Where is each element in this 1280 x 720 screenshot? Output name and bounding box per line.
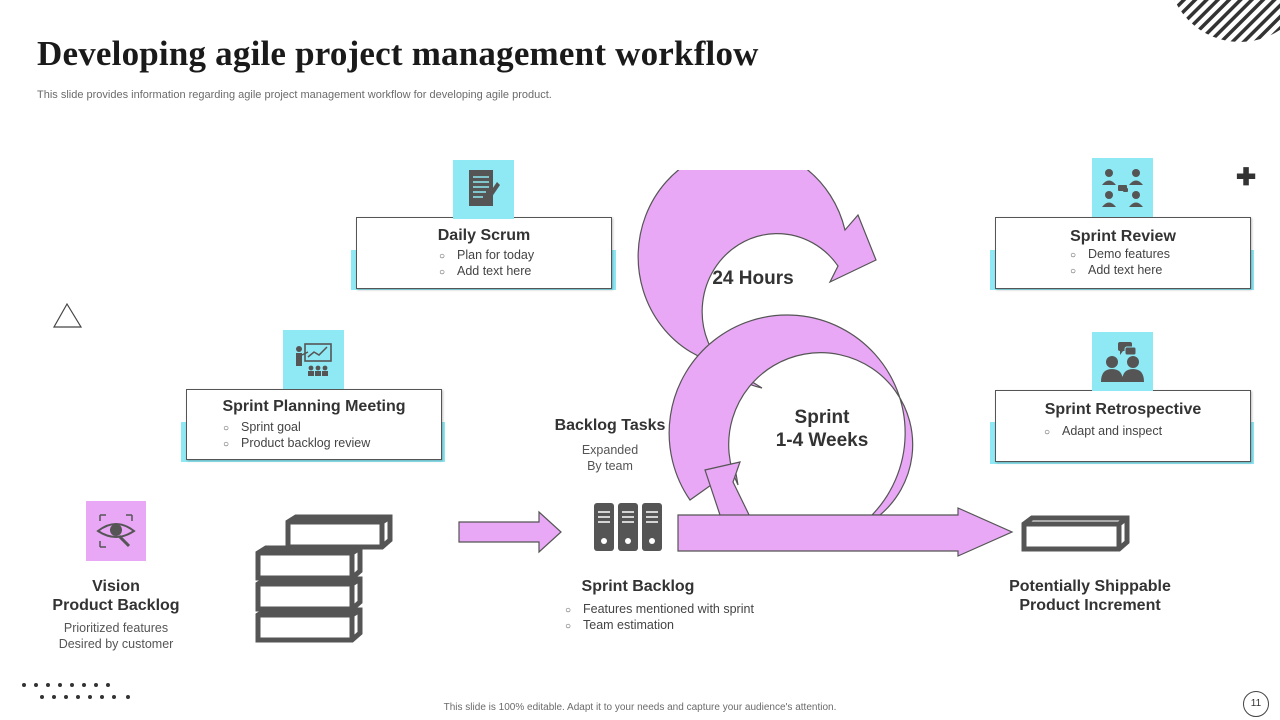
sprint-retro-bullet-1: ○Adapt and inspect: [1044, 424, 1163, 438]
eye-search-icon: [96, 514, 136, 548]
sprint-cycle-label-1: Sprint: [794, 407, 850, 428]
sprint-backlog-bullet-1: ○Features mentioned with sprint: [565, 602, 754, 616]
daily-scrum-bullet-1: ○Plan for today: [439, 248, 535, 262]
sprint-review-bullet-1: ○Demo features: [1070, 247, 1170, 261]
discussion-icon: [1101, 342, 1144, 382]
backlog-tasks-desc-2: By team: [587, 459, 633, 473]
presentation-icon: [296, 343, 332, 376]
sprint-output-arrow: [677, 507, 1014, 557]
increment-title-1: Potentially Shippable: [1009, 578, 1171, 595]
triangle-outline-decoration: [52, 302, 83, 328]
vision-title-1: Vision: [92, 578, 140, 595]
sprint-review-bullet-2: ○Add text here: [1070, 263, 1163, 277]
sprint-cycle-label-2: 1-4 Weeks: [775, 430, 869, 451]
sprint-planning-bullet-1: ○Sprint goal: [223, 420, 301, 434]
daily-scrum-title: Daily Scrum: [437, 227, 531, 244]
document-pen-icon: [469, 170, 500, 206]
vision-desc-1: Prioritized features: [63, 621, 169, 635]
sprint-planning-title: Sprint Planning Meeting: [222, 398, 406, 415]
vision-title-2: Product Backlog: [52, 597, 180, 614]
right-arrow-icon: [458, 510, 562, 554]
vision-icon-tile: [86, 501, 146, 561]
daily-loop-arrow: [637, 170, 877, 389]
product-backlog-stack-icon: [255, 514, 393, 643]
sprint-review-icon-tile: [1092, 158, 1153, 217]
sprint-backlog-bullet-2: ○Team estimation: [565, 618, 675, 632]
daily-scrum-bullet-2: ○Add text here: [439, 264, 532, 278]
backlog-tasks-desc-1: Expanded: [581, 443, 639, 457]
sprint-retro-title: Sprint Retrospective: [1044, 401, 1202, 418]
backlog-tasks-title: Backlog Tasks: [554, 417, 666, 434]
plus-icon: ✚: [1236, 164, 1257, 191]
sprint-retro-box: Sprint Retrospective ○Adapt and inspect: [995, 390, 1251, 462]
page-subtitle: This slide provides information regardin…: [37, 89, 552, 101]
daily-scrum-box: Daily Scrum ○Plan for today ○Add text he…: [356, 217, 612, 289]
sprint-planning-icon-tile: [283, 330, 344, 389]
daily-scrum-icon-tile: [453, 160, 514, 219]
sprint-review-title: Sprint Review: [1070, 228, 1176, 245]
page-title: Developing agile project management work…: [37, 34, 759, 73]
sprint-planning-box: Sprint Planning Meeting ○Sprint goal ○Pr…: [186, 389, 442, 460]
increment-title-2: Product Increment: [1019, 597, 1161, 614]
dots-decoration: [22, 683, 130, 699]
sprint-review-box: Sprint Review ○Demo features ○Add text h…: [995, 217, 1251, 289]
sprint-backlog-title: Sprint Backlog: [581, 578, 695, 595]
sprint-retro-icon-tile: [1092, 332, 1153, 391]
daily-cycle-label: 24 Hours: [712, 268, 794, 289]
footer-note: This slide is 100% editable. Adapt it to…: [443, 702, 837, 713]
sprint-cycle-diagram: [637, 170, 1014, 557]
page-number: 11: [1243, 691, 1269, 717]
striped-circle-decoration: [1170, 0, 1280, 42]
product-increment-block-icon: [1021, 515, 1130, 552]
sprint-planning-bullet-2: ○Product backlog review: [223, 436, 371, 450]
team-meeting-icon: [1102, 169, 1143, 207]
server-rack-icon: [594, 503, 662, 551]
vision-desc-2: Desired by customer: [58, 637, 174, 651]
